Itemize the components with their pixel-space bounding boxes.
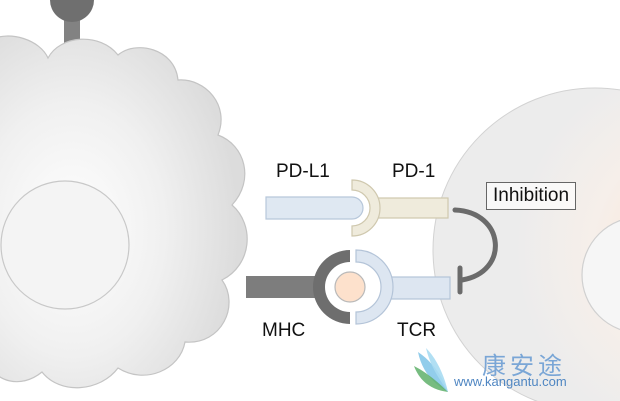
mhc-stalk (246, 276, 318, 298)
leaf-logo-icon (414, 348, 448, 392)
pdl1-label: PD-L1 (276, 161, 330, 182)
inhibition-arc (452, 207, 498, 283)
tcr-stalk (383, 276, 451, 300)
t-cell (432, 87, 620, 401)
pd1-stalk (377, 197, 449, 219)
t-cell-nucleus (581, 219, 620, 331)
antigen-peptide (334, 271, 366, 303)
inhibition-label: Inhibition (486, 182, 577, 210)
pd1-label: PD-1 (392, 161, 436, 182)
pdl1-stalk (265, 196, 364, 220)
watermark-chinese-text: 康安途 (482, 352, 566, 380)
mhc-label: MHC (262, 320, 306, 341)
top-receptor-cup (50, 0, 94, 22)
kangantu-watermark: 康安途 www.kangantu.com (412, 344, 617, 396)
pd1-cup (351, 179, 381, 237)
left-cell-nucleus (0, 180, 130, 310)
tcr-label: TCR (397, 320, 437, 341)
watermark-url: www.kangantu.com (454, 374, 567, 389)
tcr-cup (355, 249, 394, 325)
mhc-cup (313, 250, 350, 324)
